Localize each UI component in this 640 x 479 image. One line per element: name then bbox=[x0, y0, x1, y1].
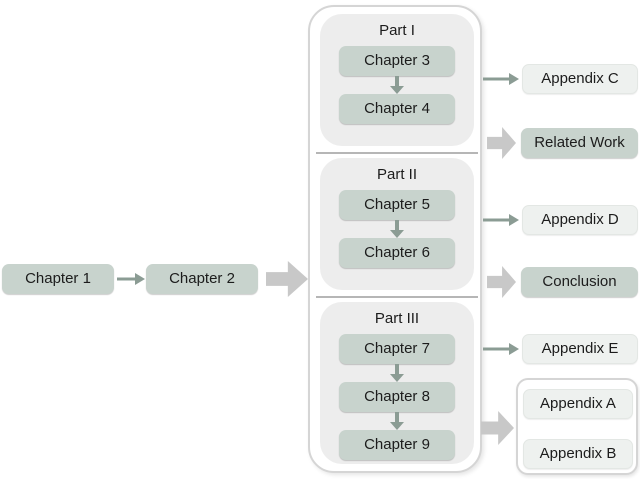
block-arrow-to-parts-container-icon bbox=[266, 261, 308, 297]
block-arrow-to-appendix-group-icon bbox=[481, 411, 514, 445]
arrow-to-appendix-e-icon bbox=[483, 343, 519, 355]
arrow-chapter5-to-chapter6-icon bbox=[389, 220, 405, 238]
part-3-title: Part III bbox=[374, 310, 420, 327]
block-arrow-to-conclusion-icon bbox=[487, 266, 516, 298]
divider-part2-part3 bbox=[316, 296, 478, 298]
node-chapter-7: Chapter 7 bbox=[339, 334, 455, 364]
node-appendix-d: Appendix D bbox=[522, 205, 638, 235]
arrow-chapter8-to-chapter9-icon bbox=[389, 412, 405, 430]
parts-container: Part I Chapter 3 Chapter 4 Part II Chapt… bbox=[308, 5, 482, 473]
arrow-to-appendix-c-icon bbox=[483, 73, 519, 85]
node-chapter-6: Chapter 6 bbox=[339, 238, 455, 268]
node-appendix-c: Appendix C bbox=[522, 64, 638, 94]
appendix-ab-group: Appendix A Appendix B bbox=[516, 378, 638, 475]
node-chapter-3: Chapter 3 bbox=[339, 46, 455, 76]
part-1-section: Part I Chapter 3 Chapter 4 bbox=[320, 14, 474, 146]
node-appendix-e: Appendix E bbox=[522, 334, 638, 364]
block-arrow-to-related-work-icon bbox=[487, 127, 516, 159]
part-2-section: Part II Chapter 5 Chapter 6 bbox=[320, 158, 474, 290]
divider-part1-part2 bbox=[316, 152, 478, 154]
part-1-title: Part I bbox=[379, 22, 415, 39]
arrow-chapter1-to-chapter2-icon bbox=[117, 273, 145, 285]
node-chapter-4: Chapter 4 bbox=[339, 94, 455, 124]
arrow-to-appendix-d-icon bbox=[483, 214, 519, 226]
node-chapter-8: Chapter 8 bbox=[339, 382, 455, 412]
node-chapter-1: Chapter 1 bbox=[2, 264, 114, 294]
node-chapter-5: Chapter 5 bbox=[339, 190, 455, 220]
node-appendix-b: Appendix B bbox=[523, 439, 633, 469]
node-appendix-a: Appendix A bbox=[523, 389, 633, 419]
arrow-chapter3-to-chapter4-icon bbox=[389, 76, 405, 94]
node-conclusion: Conclusion bbox=[521, 267, 638, 297]
arrow-chapter7-to-chapter8-icon bbox=[389, 364, 405, 382]
node-related-work: Related Work bbox=[521, 128, 638, 158]
part-2-title: Part II bbox=[376, 166, 417, 183]
part-3-section: Part III Chapter 7 Chapter 8 Chapter 9 bbox=[320, 302, 474, 464]
node-chapter-9: Chapter 9 bbox=[339, 430, 455, 460]
node-chapter-2: Chapter 2 bbox=[146, 264, 258, 294]
